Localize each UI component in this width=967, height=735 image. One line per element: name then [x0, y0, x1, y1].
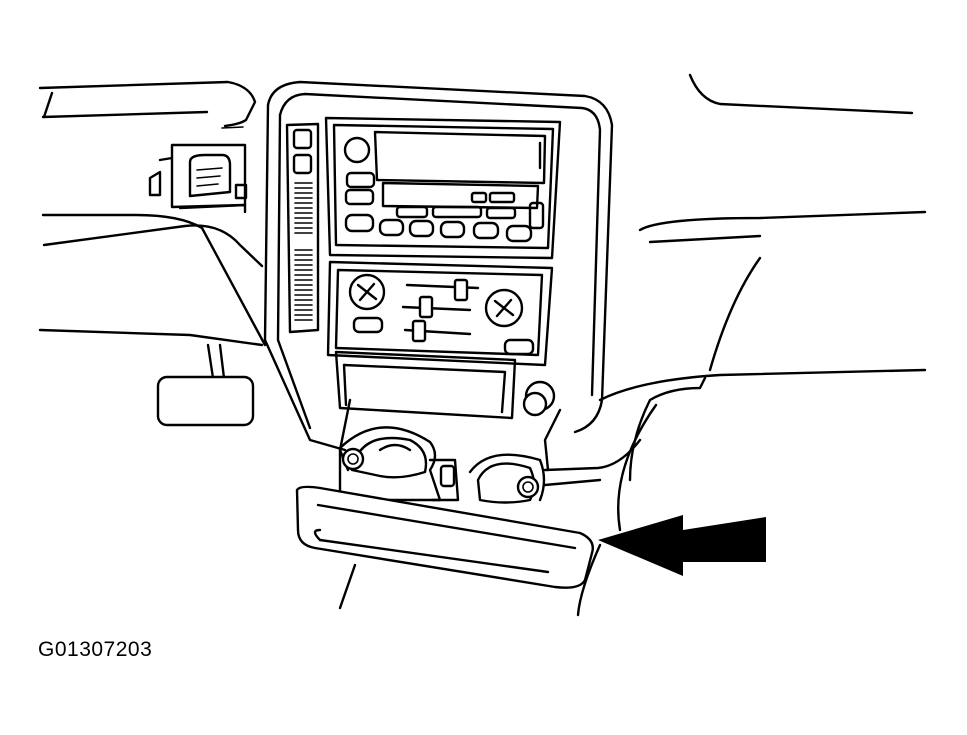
storage-pocket — [336, 352, 554, 418]
dash-upper-left — [40, 82, 255, 128]
left-vent-column — [287, 124, 318, 332]
center-stack-bezel — [265, 82, 612, 450]
left-switch-module — [150, 145, 246, 212]
dash-upper-right — [640, 75, 925, 242]
dash-lower-left — [40, 215, 265, 345]
brake-pedal — [158, 345, 253, 425]
figure-id-label: G01307203 — [38, 638, 153, 661]
pointer-arrow — [598, 515, 766, 576]
right-console-side — [578, 258, 925, 615]
radio-unit — [326, 118, 560, 258]
climate-control-unit — [328, 262, 552, 365]
ashtray-tray — [297, 487, 593, 608]
cup-holder — [340, 400, 640, 503]
